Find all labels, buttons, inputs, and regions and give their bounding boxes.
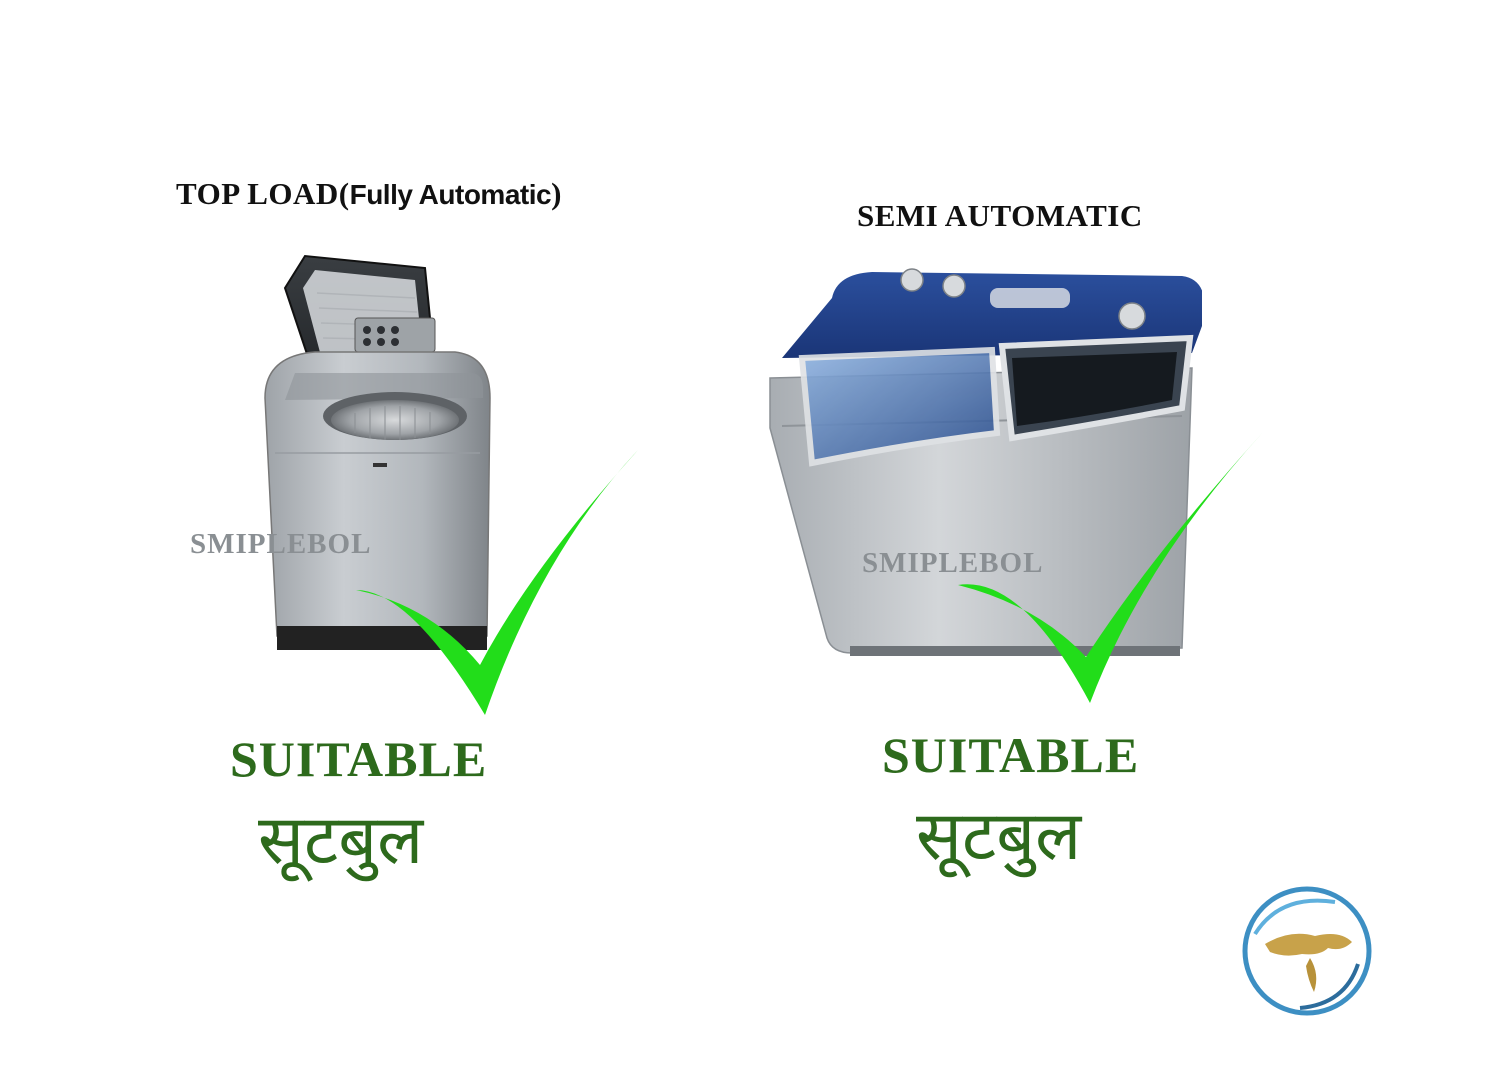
watermark-left: SMIPLEBOL bbox=[190, 528, 372, 560]
top-load-washing-machine-image bbox=[264, 254, 491, 650]
semi-automatic-title: SEMI AUTOMATIC bbox=[857, 198, 1143, 233]
globe-logo-icon bbox=[1242, 886, 1372, 1016]
title-sub: Fully Automatic bbox=[349, 179, 552, 210]
top-load-title: TOP LOAD(Fully Automatic) bbox=[176, 176, 696, 218]
suitable-label-right: SUITABLE bbox=[882, 727, 1140, 783]
check-mark-icon bbox=[958, 431, 1264, 703]
suitable-hindi-label-left: सूटबुल bbox=[258, 801, 424, 880]
suitable-label-left: SUITABLE bbox=[230, 731, 488, 787]
check-mark-icon bbox=[356, 450, 638, 715]
watermark-right: SMIPLEBOL bbox=[862, 547, 1044, 579]
title-end: ) bbox=[551, 176, 562, 211]
semi-automatic-washing-machine-image bbox=[769, 268, 1202, 656]
smiplebol-logo bbox=[1240, 884, 1374, 1018]
title-main: TOP LOAD( bbox=[176, 176, 350, 211]
suitable-hindi-label-right: सूटबुल bbox=[916, 797, 1082, 876]
